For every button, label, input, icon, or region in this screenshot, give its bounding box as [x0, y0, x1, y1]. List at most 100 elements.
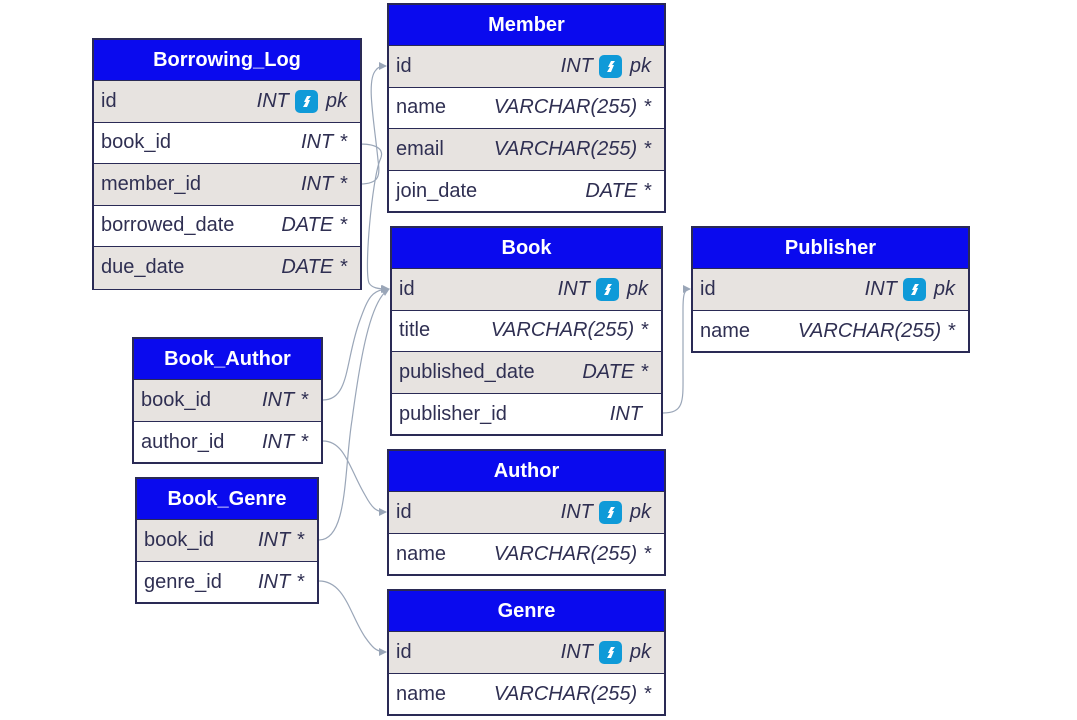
- column-type: VARCHAR(255): [797, 319, 942, 342]
- column-type: INT: [560, 640, 593, 663]
- column-constraint: *: [290, 529, 304, 552]
- column-name: book_id: [144, 528, 215, 551]
- column-type: DATE: [582, 360, 635, 383]
- column-constraint: *: [634, 361, 648, 384]
- constraint-label: *: [296, 528, 304, 551]
- column-name: due_date: [101, 256, 185, 279]
- column-name: title: [399, 319, 431, 342]
- edge-book-author-book-id-to-book-id: [322, 285, 390, 401]
- column-name: id: [396, 500, 412, 523]
- column-name: id: [399, 277, 415, 300]
- column-type: DATE: [281, 214, 334, 237]
- constraint-label: *: [300, 430, 308, 453]
- column-name: borrowed_date: [101, 214, 235, 237]
- constraint-label: *: [339, 214, 347, 237]
- constraint-label: *: [643, 179, 651, 202]
- column-name: id: [101, 89, 117, 112]
- constraint-label: *: [640, 360, 648, 383]
- column-type: INT: [300, 172, 334, 195]
- constraint-label: pk: [629, 640, 651, 663]
- column-constraint: *: [333, 173, 347, 196]
- constraint-label: pk: [933, 277, 955, 300]
- column-type: INT: [560, 54, 593, 77]
- column-constraint: *: [941, 320, 955, 343]
- table-title[interactable]: Member: [389, 5, 664, 46]
- column-row-book-id[interactable]: book_id INT*: [137, 520, 317, 562]
- edge-book-author-author-id-to-author-id: [322, 440, 387, 516]
- column-row-email[interactable]: email VARCHAR(255)*: [389, 129, 664, 171]
- table-title[interactable]: Genre: [389, 591, 664, 632]
- constraint-label: *: [339, 131, 347, 154]
- column-name: name: [396, 682, 447, 705]
- edge-book-genre-book-id-to-book-id: [318, 288, 390, 541]
- constraint-label: *: [947, 319, 955, 342]
- column-type: INT: [609, 402, 642, 425]
- edge-borrowing-book-id-to-book-id: [359, 143, 389, 293]
- column-name: published_date: [399, 360, 535, 383]
- column-type: INT: [257, 528, 291, 551]
- edge-book-genre-genre-id-to-genre-id: [318, 580, 387, 656]
- constraint-label: pk: [626, 277, 648, 300]
- column-name: id: [396, 54, 412, 77]
- column-constraint: *: [637, 138, 651, 161]
- column-constraint: *: [637, 683, 651, 706]
- column-constraint: *: [290, 571, 304, 594]
- column-type: INT: [300, 131, 334, 154]
- column-type: VARCHAR(255): [493, 137, 638, 160]
- column-type: INT: [261, 430, 295, 453]
- column-row-id[interactable]: id INT pk: [392, 269, 661, 311]
- table-title[interactable]: Book_Genre: [137, 479, 317, 520]
- column-type: INT: [257, 570, 291, 593]
- column-row-published-date[interactable]: published_date DATE*: [392, 352, 661, 394]
- constraint-label: *: [300, 388, 308, 411]
- table-title[interactable]: Book_Author: [134, 339, 321, 380]
- column-constraint: *: [333, 256, 347, 279]
- column-constraint: pk: [593, 54, 651, 78]
- table-title[interactable]: Borrowing_Log: [94, 40, 360, 81]
- primary-key-icon: [598, 500, 622, 524]
- column-type: VARCHAR(255): [493, 542, 638, 565]
- table-title[interactable]: Publisher: [693, 228, 968, 269]
- column-type: VARCHAR(255): [493, 96, 638, 119]
- column-type: INT: [864, 277, 897, 300]
- column-constraint: *: [294, 431, 308, 454]
- column-type: INT: [557, 277, 590, 300]
- constraint-label: *: [640, 319, 648, 342]
- table-title[interactable]: Book: [392, 228, 661, 269]
- column-constraint: *: [634, 319, 648, 342]
- column-name: email: [396, 137, 444, 160]
- edge-publisher-id-to-publisher-id: [662, 285, 691, 414]
- column-row-borrowed-date[interactable]: borrowed_date DATE*: [94, 206, 360, 247]
- primary-key-icon: [598, 54, 622, 78]
- constraint-label: pk: [629, 54, 651, 77]
- column-row-id[interactable]: id INT pk: [389, 46, 664, 88]
- column-constraint: pk: [289, 89, 347, 113]
- column-constraint: pk: [593, 500, 651, 524]
- table-title[interactable]: Author: [389, 451, 664, 492]
